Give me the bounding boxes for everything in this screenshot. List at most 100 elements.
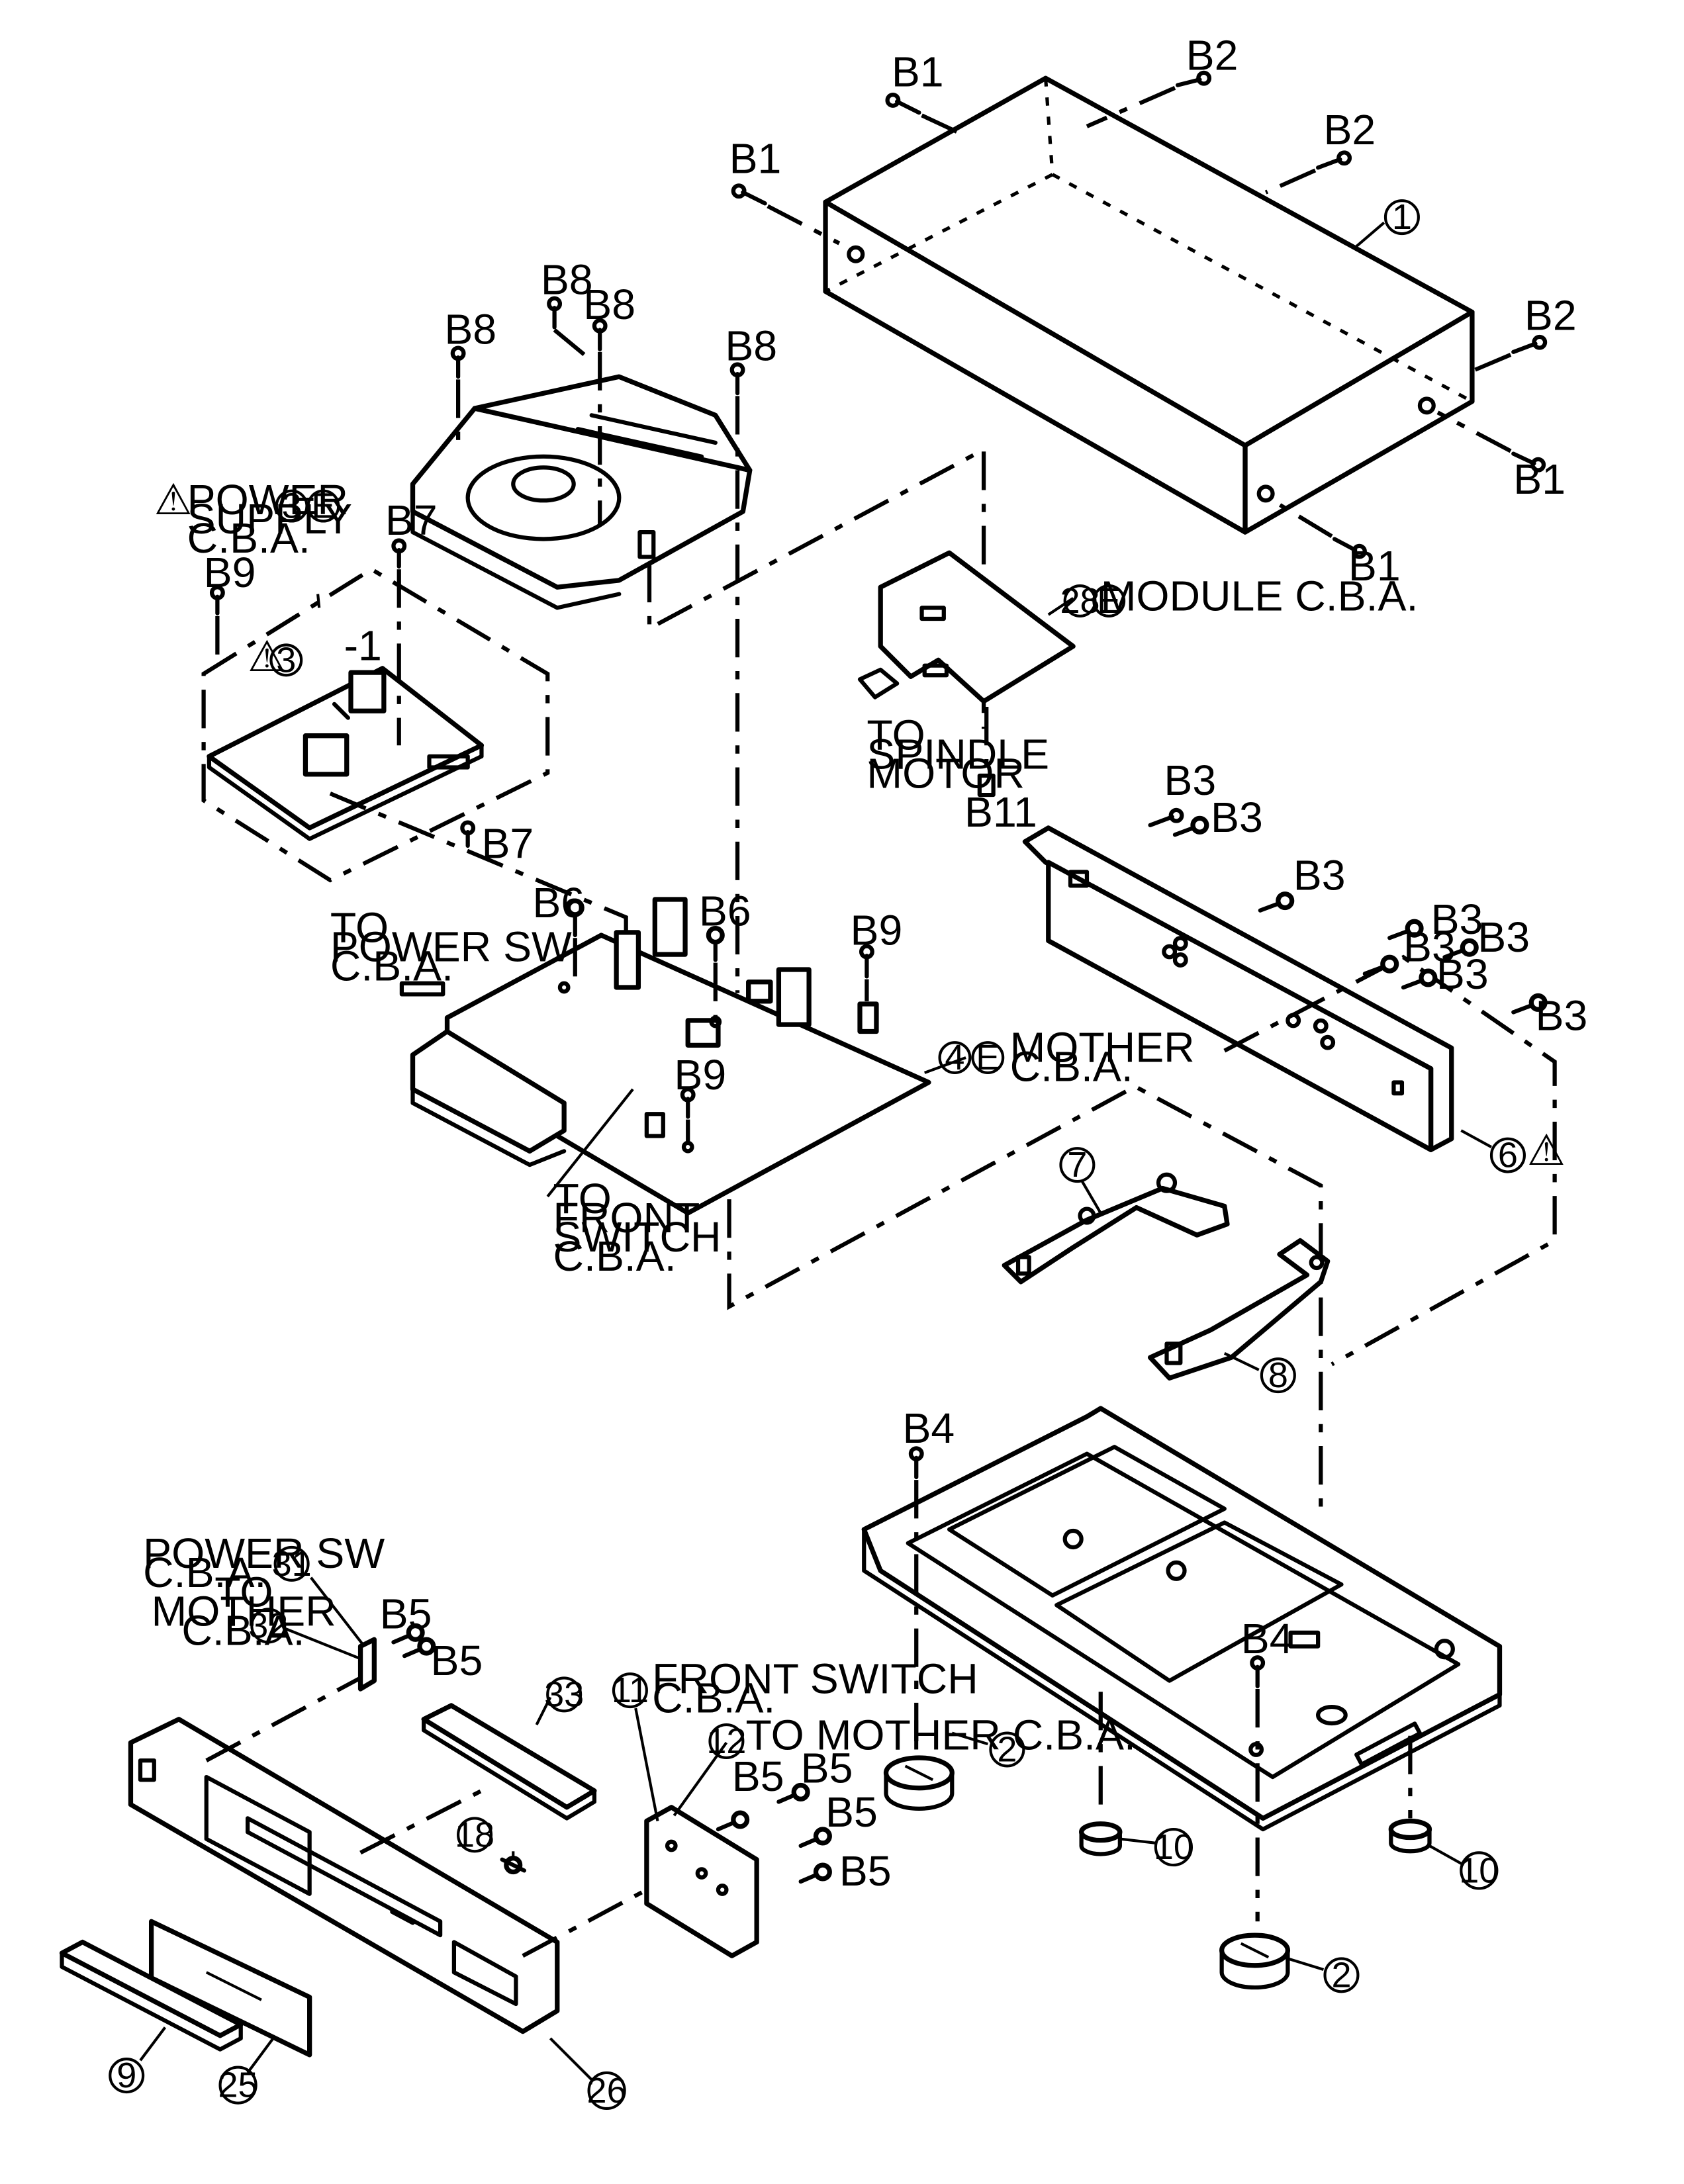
label-rear-warning: ⚠: [1527, 1126, 1566, 1174]
label-mother-cba-2: C.B.A.: [1010, 1042, 1133, 1090]
screw-b1-b: [731, 183, 841, 246]
svg-text:26: 26: [587, 2071, 627, 2111]
label-to-spindle-1: TO: [866, 711, 925, 758]
label-b8-b: B8: [583, 281, 635, 328]
rear-panel-to-chassis-line: [1223, 954, 1557, 1367]
label-to-power-sw-2: POWER SW: [330, 923, 572, 971]
callout-2a: 2: [989, 1729, 1025, 1769]
svg-text:2: 2: [997, 1729, 1017, 1769]
svg-text:E: E: [311, 486, 335, 526]
label-b1-c: B1: [1513, 455, 1566, 503]
part-labels: B1 B1 B2 B2 B2 B1 B1 B8 B8 B8 B8 ⚠ POWER…: [143, 32, 1587, 1895]
label-b1-a: B1: [892, 48, 944, 96]
label-to-front-sw-3: SWITCH: [553, 1213, 722, 1261]
foot-2b: [1219, 1933, 1291, 1990]
svg-text:33: 33: [544, 1674, 584, 1714]
svg-text:12: 12: [706, 1721, 746, 1761]
top-cover: [823, 75, 1475, 535]
callout-10b: 10: [1459, 1850, 1499, 1890]
label-b3-a: B3: [1164, 756, 1216, 804]
label-to-mother-2: MOTHER: [152, 1587, 336, 1635]
svg-text:7: 7: [1067, 1145, 1087, 1185]
label-b9-a: B9: [204, 549, 256, 596]
rear-panel-screws: [1148, 807, 1548, 1015]
front-panel: [128, 1717, 560, 2034]
module-board: [857, 550, 1076, 704]
chassis-screws: [908, 1446, 1413, 1922]
label-b6-a: B6: [532, 879, 585, 927]
label-b3-e: B3: [1403, 923, 1456, 971]
svg-text:25: 25: [218, 2066, 258, 2105]
callout-1: 1: [1383, 197, 1420, 237]
cover-screws: [731, 70, 1548, 559]
label-to-spindle-3: MOTOR: [866, 750, 1025, 797]
mother-screws: [565, 898, 874, 1144]
label-module-cba: MODULE C.B.A.: [1101, 572, 1419, 620]
label-b7-a: B7: [385, 496, 438, 544]
power-sw-board: [357, 1637, 377, 1692]
front-switch-screws: [716, 1782, 832, 1884]
label-b2-a: B2: [1186, 32, 1239, 79]
label-power-supply-2: SUPPLY: [187, 495, 352, 543]
screw-b2-b: [1264, 150, 1352, 195]
label-minus-one: -1: [344, 621, 382, 669]
label-b5-f: B5: [839, 1847, 892, 1895]
label-b1-b: B1: [729, 135, 782, 183]
callout-32: 32: [248, 1606, 288, 1645]
svg-text:1: 1: [1392, 197, 1412, 237]
svg-text:10: 10: [1459, 1850, 1499, 1890]
svg-text:32: 32: [248, 1606, 288, 1645]
svg-text:2: 2: [1331, 1955, 1351, 1995]
foot-10b: [1388, 1818, 1432, 1854]
bracket-8: [1147, 1238, 1331, 1381]
bracket-7: [1002, 1172, 1230, 1285]
label-to-power-sw-1: TO: [330, 903, 389, 951]
label-power-sw-cba-2: C.B.A.: [143, 1549, 266, 1596]
callout-6: 6: [1489, 1136, 1526, 1175]
leader-lines: [139, 221, 1493, 2081]
svg-text:6: 6: [1498, 1136, 1518, 1175]
svg-text:18: 18: [455, 1815, 494, 1854]
label-b2-b: B2: [1323, 106, 1376, 154]
screw-b1-c: [1436, 410, 1546, 473]
mech-to-mother-line: [647, 446, 986, 729]
callouts: 1 3 E 3 28 E 4 E 6 7 8 2 2 10 10 31 32 3…: [109, 197, 1526, 2111]
front-switch-board: [644, 1805, 759, 1958]
callout-33: 33: [544, 1674, 584, 1714]
svg-text:4: 4: [945, 1038, 964, 1077]
rear-panel: [1022, 825, 1454, 1152]
label-b4-a: B4: [902, 1404, 955, 1452]
power-to-mother-line: [329, 792, 628, 952]
callout-2b: 2: [1323, 1955, 1360, 1995]
label-power-warning: ⚠: [154, 476, 193, 523]
label-front-switch-1: FRONT SWITCH: [652, 1655, 978, 1702]
label-front-switch-2: C.B.A.: [652, 1674, 775, 1721]
front-panel-to-power-sw-line: [205, 1676, 362, 1762]
screw-b2-c: [1464, 334, 1548, 376]
label-to-power-sw-3: C.B.A.: [330, 942, 453, 990]
callout-e28: E: [1092, 581, 1126, 621]
label-b5-e: B5: [825, 1788, 878, 1836]
callout-18: 18: [455, 1815, 494, 1854]
svg-text:9: 9: [117, 2056, 136, 2095]
power-supply-board: [201, 567, 550, 883]
label-to-front-sw-4: C.B.A.: [553, 1232, 677, 1280]
callout-12: 12: [706, 1721, 746, 1761]
label-b9-b: B9: [850, 907, 902, 954]
callout-e3: E: [306, 486, 340, 526]
label-to-front-sw-1: TO: [553, 1175, 612, 1222]
label-mother-cba-1: MOTHER: [1010, 1023, 1195, 1071]
label-b8-c: B8: [444, 305, 496, 353]
label-b3-d: B3: [1431, 895, 1483, 943]
label-b3-f: B3: [1477, 913, 1530, 961]
front-panel-to-front-switch-line: [522, 1888, 648, 1958]
screw-b2-a: [1086, 70, 1212, 128]
callout-25: 25: [218, 2066, 258, 2105]
front-trim: [59, 1939, 244, 2052]
label-b3-c: B3: [1293, 851, 1346, 899]
cd-mechanism: [410, 374, 753, 610]
callout-9: 9: [109, 2056, 145, 2095]
label-b7-b: B7: [481, 820, 534, 868]
callout-7: 7: [1059, 1145, 1096, 1185]
